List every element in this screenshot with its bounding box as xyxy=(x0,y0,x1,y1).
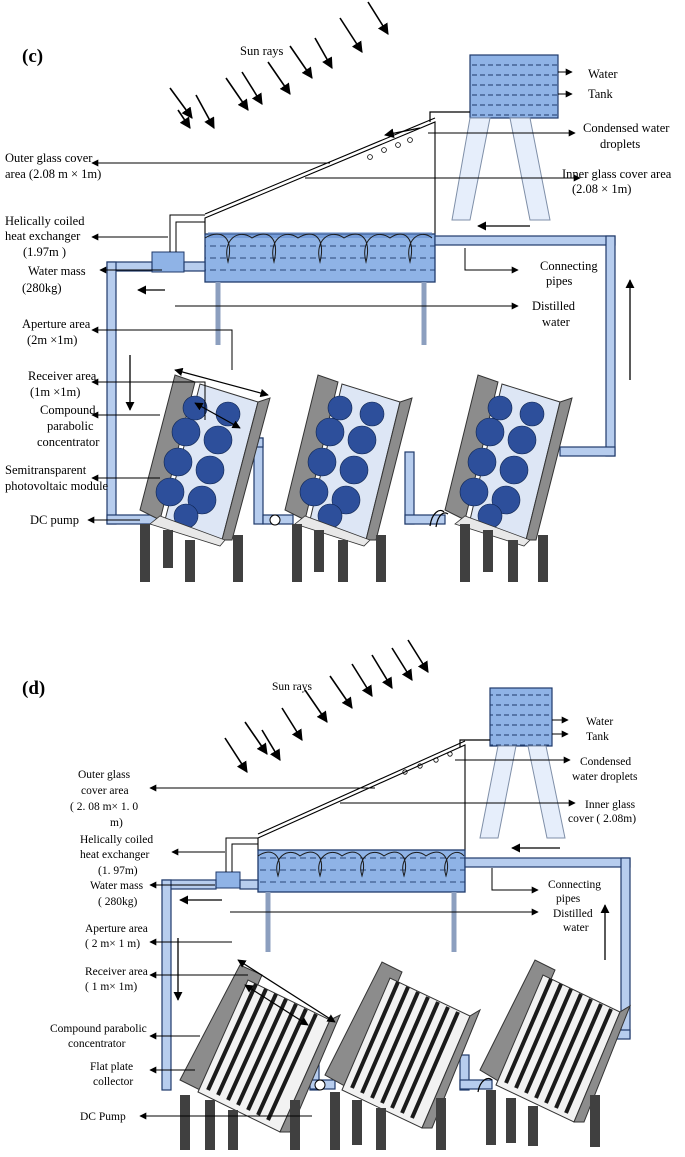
cpc-label-c-3: concentrator xyxy=(37,435,100,449)
sun-rays-label-c: Sun rays xyxy=(240,44,284,58)
sun-rays-d xyxy=(224,639,429,773)
receiver-label-d-1: Receiver area xyxy=(85,966,148,978)
fpc-label-d-2: collector xyxy=(93,1076,133,1088)
condensed-label-d-2: water droplets xyxy=(572,771,638,783)
water-mass-label-c-2: (280kg) xyxy=(22,281,62,295)
aperture-label-c-1: Aperture area xyxy=(22,317,91,331)
aperture-label-d-1: Aperture area xyxy=(85,923,148,935)
pv-label-c-1: Semitransparent xyxy=(5,463,87,477)
fpc-label-d-1: Flat plate xyxy=(90,1061,133,1073)
panel-d-tag: (d) xyxy=(22,678,45,699)
outer-glass-label-d-3: ( 2. 08 m× 1. 0 xyxy=(70,801,138,813)
helical-label-d-3: (1. 97m) xyxy=(98,865,138,877)
collector-2-c xyxy=(284,374,413,582)
inner-glass-label-c-2: (2.08 × 1m) xyxy=(572,182,631,196)
connecting-label-c-2: pipes xyxy=(546,274,573,288)
water-tank-label-c-1: Water xyxy=(588,67,618,81)
panel-c: (c) Sun rays Water Tank xyxy=(5,1,672,582)
helical-label-c-3: (1.97m ) xyxy=(23,245,66,259)
helical-label-d-2: heat exchanger xyxy=(80,849,149,861)
outer-glass-label-c-1: Outer glass cover xyxy=(5,151,93,165)
sun-rays-label-d: Sun rays xyxy=(272,681,312,693)
panel-c-tag: (c) xyxy=(22,46,43,67)
inner-glass-label-c-1: Inner glass cover area xyxy=(562,167,672,181)
connecting-label-c-1: Connecting xyxy=(540,259,598,273)
collector-3-c xyxy=(444,374,573,582)
outer-glass-label-d-4: m) xyxy=(110,817,123,829)
condensed-label-c-1: Condensed water xyxy=(583,121,670,135)
receiver-label-d-2: ( 1 m× 1m) xyxy=(85,981,137,993)
fpc-collectors-d xyxy=(179,959,632,1150)
helical-label-c-2: heat exchanger xyxy=(5,229,81,243)
pump-label-d: DC Pump xyxy=(80,1111,126,1123)
inner-glass-label-d-2: cover ( 2.08m) xyxy=(568,813,636,825)
panel-d: (d) Sun rays Water Tank xyxy=(22,639,638,1150)
helical-label-c-1: Helically coiled xyxy=(5,214,85,228)
water-tank-label-c-2: Tank xyxy=(588,87,614,101)
sun-rays-c xyxy=(169,1,389,129)
collector-2-d xyxy=(324,961,482,1150)
receiver-label-c-1: Receiver area xyxy=(28,369,97,383)
collector-3-d xyxy=(479,959,632,1147)
receiver-label-c-2: (1m ×1m) xyxy=(30,385,80,399)
water-mass-label-d-2: ( 280kg) xyxy=(98,896,137,908)
condensed-label-d-1: Condensed xyxy=(580,756,631,768)
inner-glass-label-d-1: Inner glass xyxy=(585,799,636,811)
cpc-label-c-1: Compound xyxy=(40,403,96,417)
pv-label-c-2: photovoltaic module xyxy=(5,479,109,493)
water-mass-label-d-1: Water mass xyxy=(90,880,144,892)
distilled-label-c-1: Distilled xyxy=(532,299,576,313)
outer-glass-label-d-1: Outer glass xyxy=(78,769,131,781)
water-tank-label-d-2: Tank xyxy=(586,731,609,743)
water-tank-label-d-1: Water xyxy=(586,716,613,728)
connecting-label-d-2: pipes xyxy=(556,893,581,905)
distilled-label-c-2: water xyxy=(542,315,571,329)
collector-1-d xyxy=(179,964,341,1150)
water-mass-label-c-1: Water mass xyxy=(28,264,86,278)
distilled-label-d-2: water xyxy=(563,922,589,934)
condensed-label-c-2: droplets xyxy=(600,137,640,151)
solar-still-d xyxy=(257,740,466,952)
solar-still-c xyxy=(204,117,436,345)
pump-label-c: DC pump xyxy=(30,513,79,527)
cpc-label-d-1: Compound parabolic xyxy=(50,1023,147,1035)
cpc-label-d-2: concentrator xyxy=(68,1038,126,1050)
aperture-label-c-2: (2m ×1m) xyxy=(27,333,77,347)
aperture-label-d-2: ( 2 m× 1 m) xyxy=(85,938,140,950)
water-tank-c xyxy=(451,54,559,221)
outer-glass-label-d-2: cover area xyxy=(81,785,129,797)
helical-label-d-1: Helically coiled xyxy=(80,834,153,846)
connecting-label-d-1: Connecting xyxy=(548,879,601,891)
water-tank-d xyxy=(479,687,566,839)
outer-glass-label-c-2: area (2.08 m × 1m) xyxy=(5,167,101,181)
distilled-label-d-1: Distilled xyxy=(553,908,593,920)
cpc-label-c-2: parabolic xyxy=(47,419,94,433)
